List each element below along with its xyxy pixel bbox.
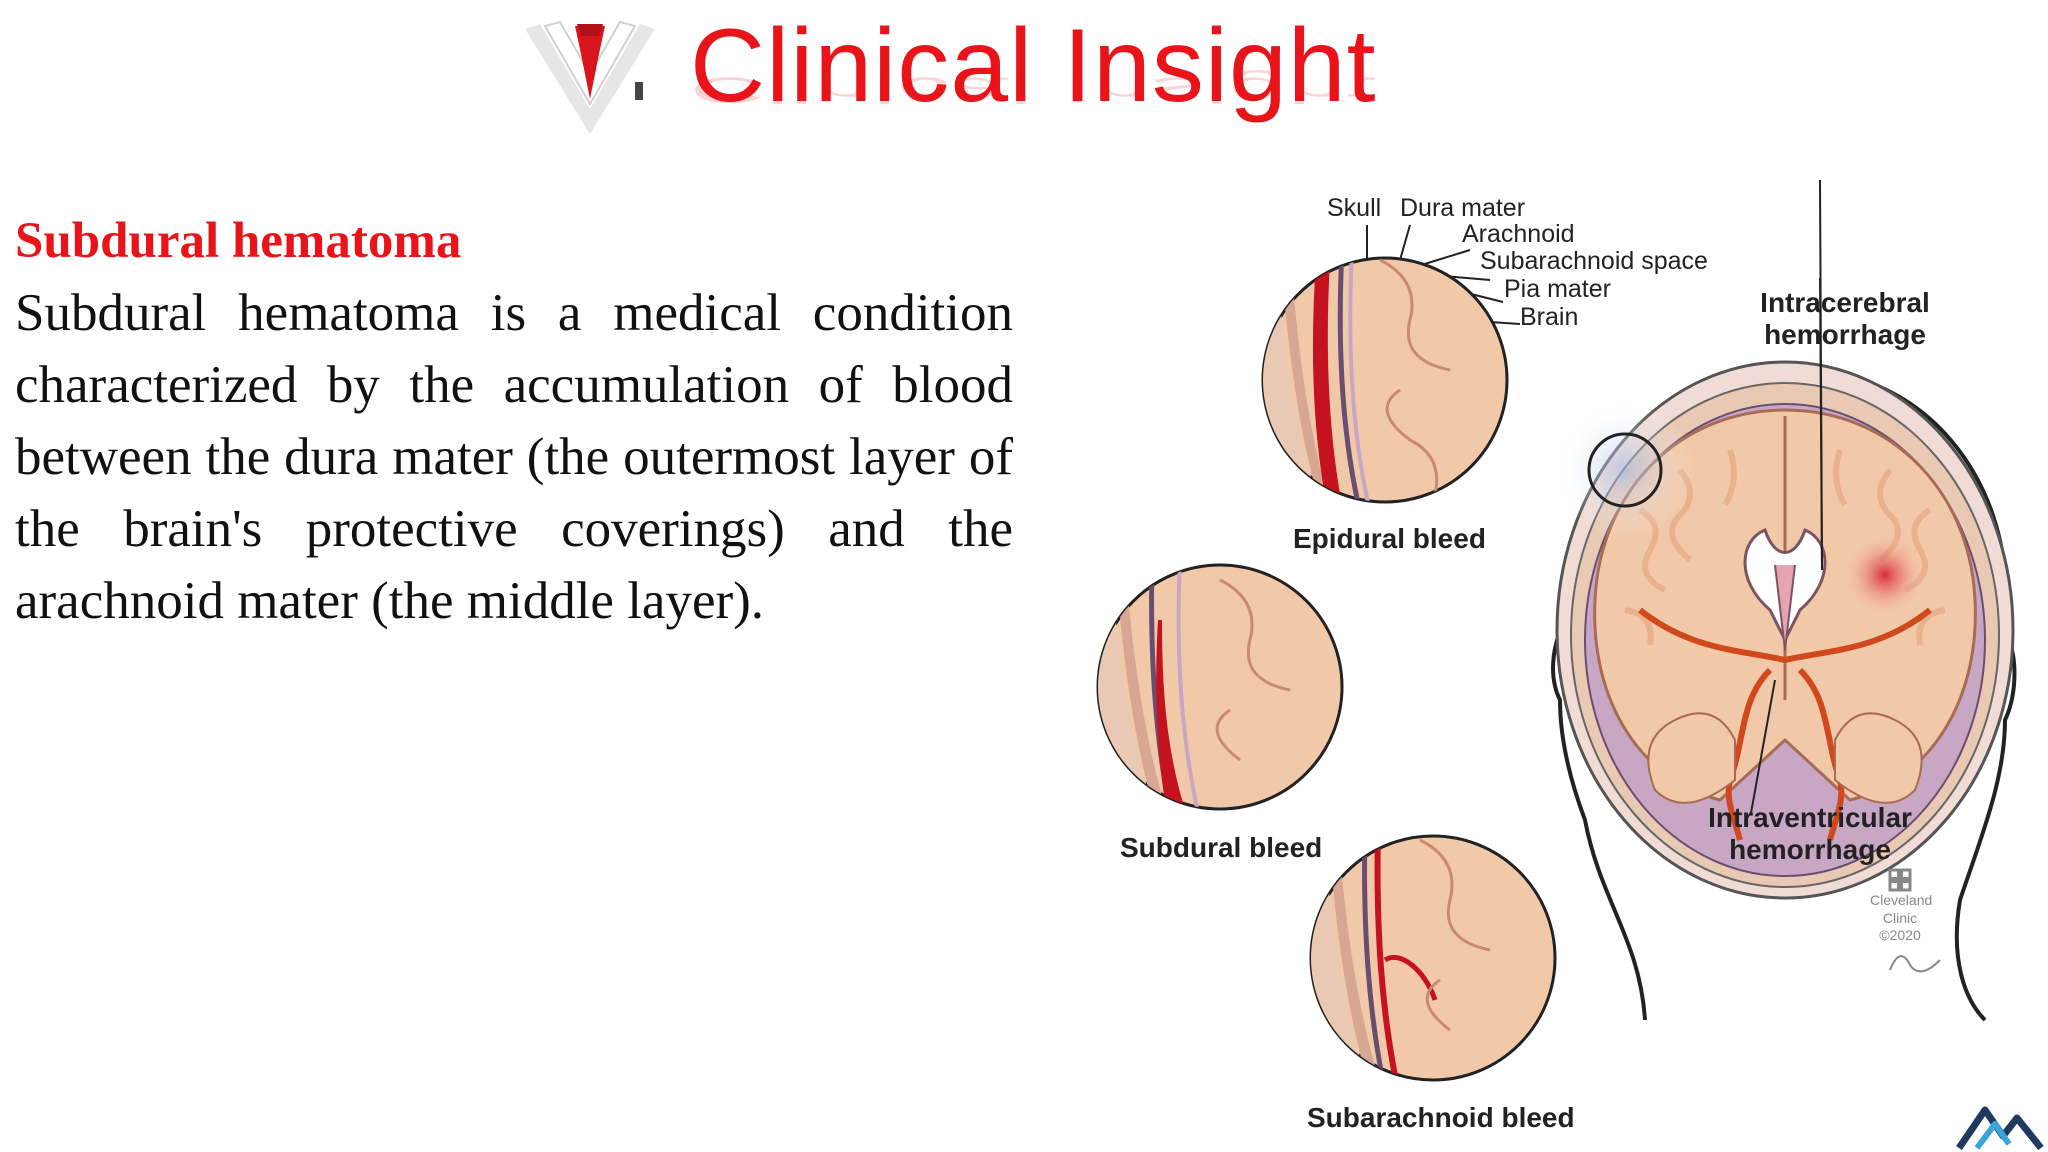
label-intracerebral-line1: Intracerebral bbox=[1760, 287, 1930, 318]
label-intracerebral-hemorrhage: Intracerebral hemorrhage bbox=[1760, 287, 1930, 351]
cleveland-clinic-logo-icon bbox=[1888, 868, 1912, 892]
label-intraventricular-line2: hemorrhage bbox=[1729, 834, 1891, 866]
label-brain: Brain bbox=[1520, 303, 1579, 331]
subdural-bleed-detail bbox=[1096, 563, 1344, 811]
label-epidural-bleed: Epidural bleed bbox=[1293, 523, 1486, 554]
label-pia-mater: Pia mater bbox=[1504, 275, 1611, 303]
label-intraventricular-hemorrhage: Intraventricular hemorrhage bbox=[1705, 802, 1915, 866]
section-heading: Subdural hematoma bbox=[15, 213, 462, 269]
leader-lines bbox=[1366, 180, 1823, 814]
credit-line1: Cleveland bbox=[1870, 892, 1933, 908]
image-credit: Cleveland Clinic ©2020 bbox=[1870, 892, 1933, 945]
label-skull: Skull bbox=[1327, 194, 1382, 222]
illustration-graphics bbox=[1096, 180, 2017, 1082]
credit-line2: Clinic bbox=[1882, 909, 1918, 926]
credit-line3: ©2020 bbox=[1879, 927, 1921, 943]
mountain-logo-icon bbox=[1956, 1106, 2044, 1151]
header: Clinical Insight Clinical Insight bbox=[0, 0, 2048, 150]
subarachnoid-bleed-detail bbox=[1309, 834, 1557, 1082]
label-dura-mater: Dura mater bbox=[1400, 194, 1526, 222]
content-text-block: Subdural hematoma Subdural hematoma is a… bbox=[15, 205, 1013, 637]
lab-coat-logo-icon bbox=[525, 20, 655, 134]
page-title: Clinical Insight bbox=[690, 8, 1377, 124]
label-subarachnoid-bleed: Subarachnoid bleed bbox=[1307, 1102, 1575, 1133]
label-intraventricular-line1: Intraventricular bbox=[1708, 802, 1912, 833]
label-intracerebral-line2: hemorrhage bbox=[1764, 319, 1926, 351]
signature-icon bbox=[1889, 955, 1941, 973]
coronal-brain-section bbox=[1555, 360, 2015, 900]
epidural-bleed-detail bbox=[1261, 256, 1509, 504]
section-paragraph: Subdural hematoma is a medical condition… bbox=[15, 284, 1013, 630]
page-title-reflection: Clinical Insight bbox=[690, 69, 1377, 111]
label-arachnoid: Arachnoid bbox=[1462, 220, 1575, 248]
label-subdural-bleed: Subdural bleed bbox=[1120, 832, 1323, 863]
brain-hemorrhage-illustration: Skull Dura mater Arachnoid Subarachnoid … bbox=[1080, 180, 2048, 1152]
label-subarachnoid-space: Subarachnoid space bbox=[1480, 247, 1708, 275]
